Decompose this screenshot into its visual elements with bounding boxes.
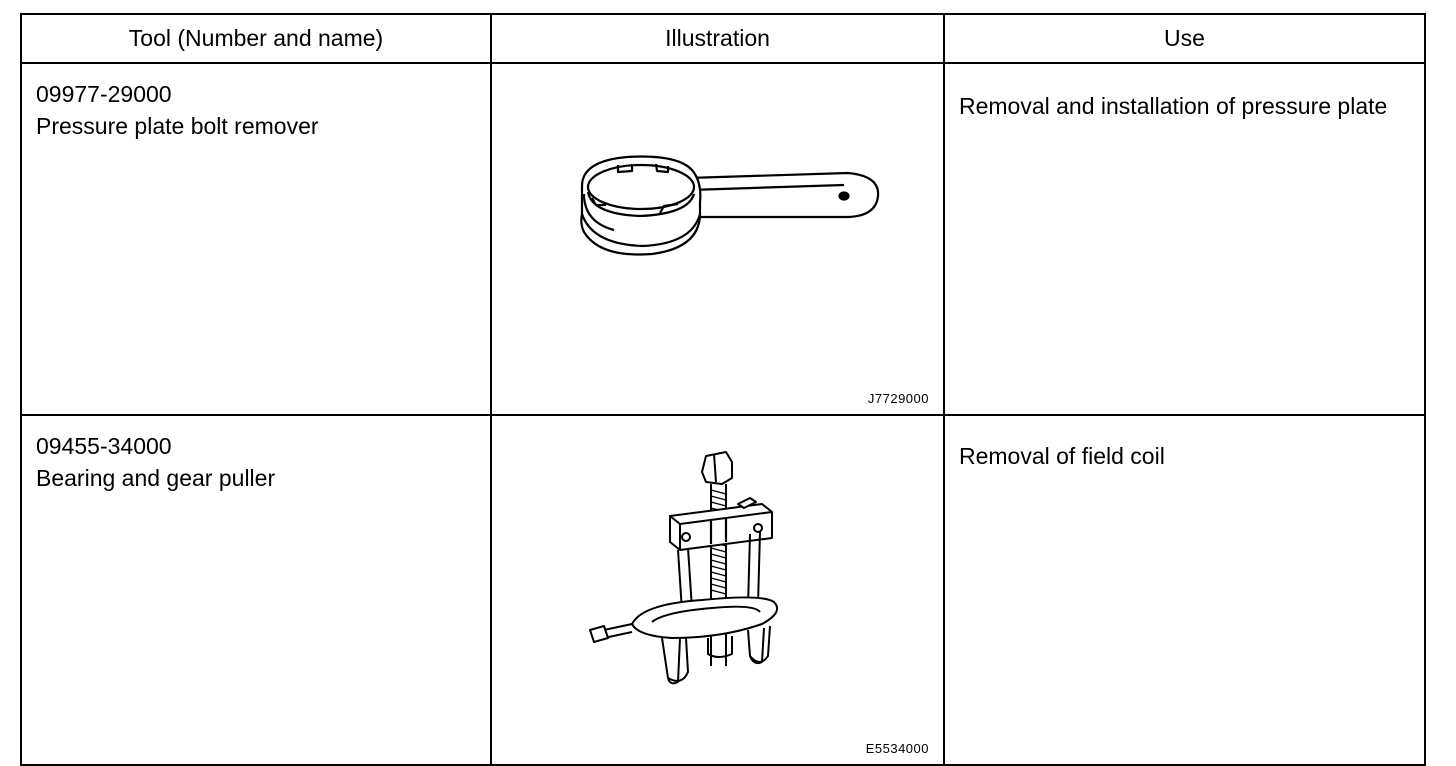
- use-cell: Removal and installation of pressure pla…: [943, 62, 1426, 416]
- tool-number: 09977-29000: [36, 81, 172, 107]
- pressure-plate-bolt-remover-icon: [580, 155, 880, 256]
- tool-name: Pressure plate bolt remover: [36, 113, 319, 139]
- tool-cell: 09977-29000 Pressure plate bolt remover: [20, 62, 492, 416]
- header-use: Use: [943, 13, 1426, 64]
- illustration-cell: E5534000: [490, 414, 945, 766]
- figure-code: E5534000: [865, 741, 929, 756]
- figure-code: J7729000: [867, 391, 929, 406]
- header-illustration: Illustration: [490, 13, 945, 64]
- header-tool: Tool (Number and name): [20, 13, 492, 64]
- illustration-cell: J7729000: [490, 62, 945, 416]
- table-row: 09977-29000 Pressure plate bolt remover: [20, 62, 1426, 416]
- use-cell: Removal of field coil: [943, 414, 1426, 766]
- table-header-row: Tool (Number and name) Illustration Use: [20, 13, 1426, 64]
- bearing-gear-puller-icon: [589, 451, 778, 685]
- tool-cell: 09455-34000 Bearing and gear puller: [20, 414, 492, 766]
- special-tools-table: Tool (Number and name) Illustration Use …: [20, 13, 1426, 766]
- table-row: 09455-34000 Bearing and gear puller: [20, 414, 1426, 766]
- tool-name: Bearing and gear puller: [36, 465, 276, 491]
- tool-number: 09455-34000: [36, 433, 172, 459]
